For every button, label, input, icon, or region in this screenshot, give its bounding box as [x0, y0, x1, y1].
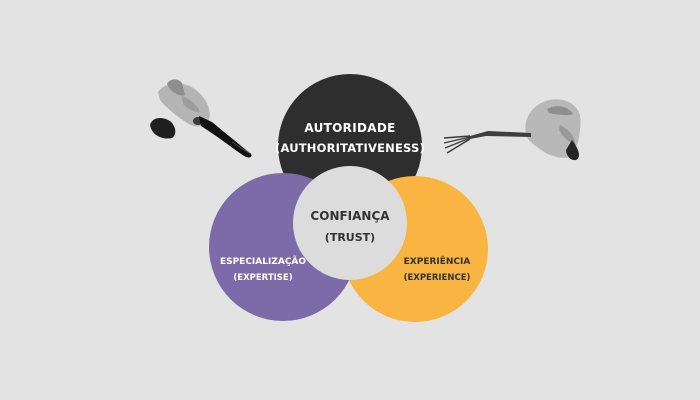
expertise-label: (EXPERTISE): [233, 273, 293, 283]
trust-label: (TRUST): [324, 231, 376, 244]
hand-knife-illustration: [150, 79, 252, 158]
experiencia-label: EXPERIÊNCIA: [403, 257, 471, 267]
authoritativeness-label: (AUTHORITATIVENESS): [275, 141, 425, 155]
confianca-label: CONFIANÇA: [310, 209, 390, 223]
especializacao-label: ESPECIALIZAÇÃO: [219, 257, 307, 267]
hand-fork-illustration: [443, 99, 581, 161]
autoridade-label: AUTORIDADE: [304, 121, 396, 135]
confianca-circle: [293, 166, 407, 280]
experience-label: (EXPERIENCE): [403, 273, 471, 283]
